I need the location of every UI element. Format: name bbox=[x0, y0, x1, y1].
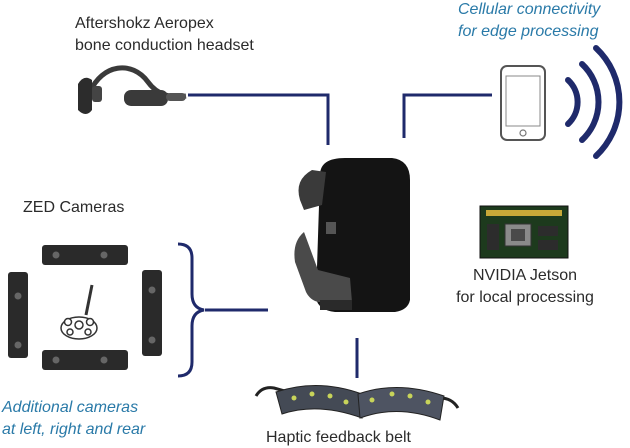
cellular-label-line2: for edge processing bbox=[458, 23, 599, 40]
headset-icon bbox=[78, 65, 187, 114]
zed-label: ZED Cameras bbox=[23, 199, 125, 216]
wifi-icon bbox=[565, 45, 623, 159]
camera-icon bbox=[42, 245, 128, 265]
headset-label-line1: Aftershokz Aeropex bbox=[75, 15, 214, 32]
jetson-label-line2: for local processing bbox=[456, 289, 594, 306]
camera-bracket bbox=[177, 242, 205, 378]
camera-icon bbox=[142, 270, 162, 356]
jetson-label-line1: NVIDIA Jetson bbox=[472, 267, 578, 284]
connector-phone bbox=[402, 93, 492, 138]
haptic-belt-icon bbox=[254, 385, 460, 421]
person-icon bbox=[60, 284, 98, 340]
backpack-icon bbox=[294, 158, 410, 312]
camera-icon bbox=[42, 350, 128, 370]
headset-label-line2: bone conduction headset bbox=[75, 37, 254, 54]
additional-cameras-label-line2: at left, right and rear bbox=[2, 421, 146, 438]
jetson-board-icon bbox=[479, 205, 569, 259]
additional-cameras-label-line1: Additional cameras bbox=[2, 399, 139, 416]
cellular-label-line1: Cellular connectivity bbox=[458, 1, 601, 18]
connector-lines bbox=[177, 93, 492, 378]
belt-label: Haptic feedback belt bbox=[266, 429, 411, 446]
phone-icon bbox=[500, 65, 546, 141]
camera-icon bbox=[8, 272, 28, 358]
connector-headset bbox=[188, 93, 330, 145]
